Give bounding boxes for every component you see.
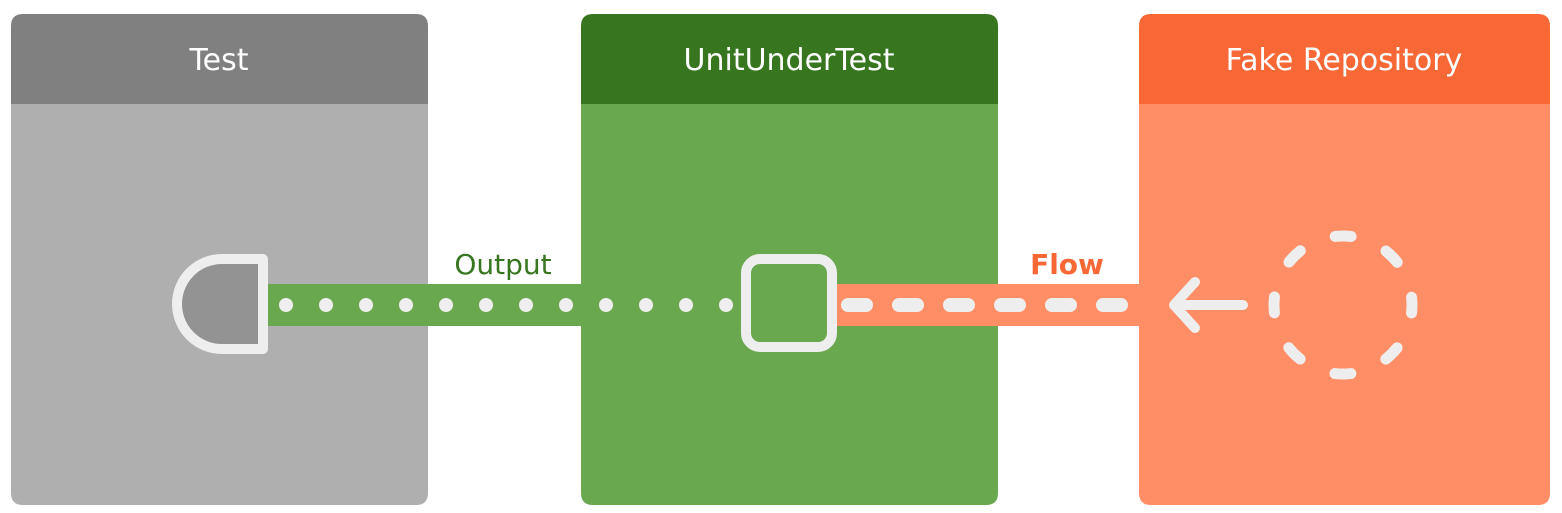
- arrow-left-icon: [1169, 277, 1248, 333]
- output-connector: Output: [268, 248, 744, 326]
- unit-box-header: [581, 14, 998, 104]
- test-box-header: [11, 14, 428, 104]
- repo-box-title: Fake Repository: [1226, 43, 1463, 78]
- dashed-circle-icon: [1268, 230, 1418, 380]
- repo-box-body: [1139, 104, 1550, 505]
- unit-box-title: UnitUnderTest: [684, 43, 895, 78]
- fake-repository-box: Fake Repository: [1139, 14, 1550, 505]
- rounded-square-icon: [741, 254, 837, 352]
- output-band: [268, 284, 744, 326]
- test-box-title: Test: [188, 43, 248, 78]
- half-circle-socket-icon: [172, 254, 268, 354]
- output-label: Output: [454, 248, 551, 281]
- flow-band: [834, 284, 1144, 326]
- repo-box-header: [1139, 14, 1550, 104]
- flow-label: Flow: [1030, 248, 1104, 281]
- flow-connector: Flow: [834, 248, 1147, 326]
